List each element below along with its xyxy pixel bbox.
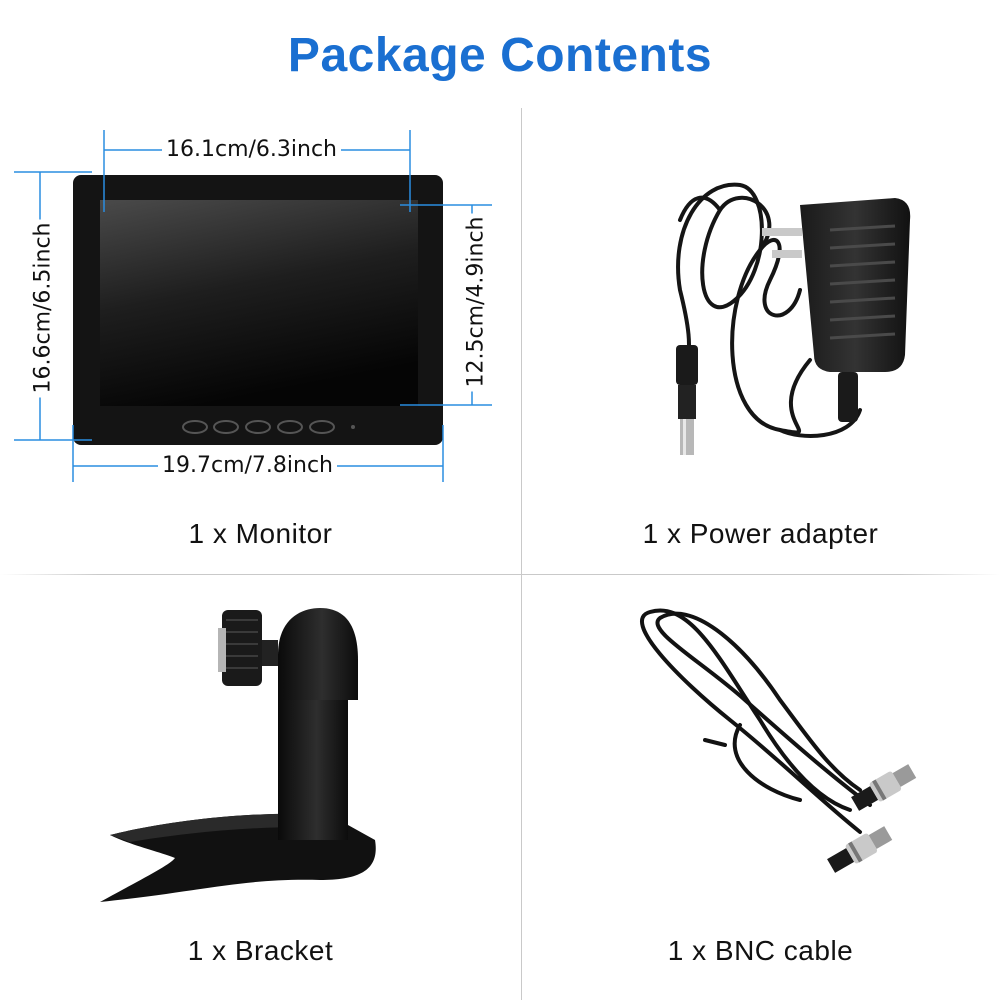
- bracket-caption: 1 x Bracket: [187, 935, 334, 966]
- screen-width-label: 16.1cm/6.3inch: [162, 137, 342, 162]
- bnc-cable-caption: 1 x BNC cable: [667, 935, 854, 966]
- vertical-divider: [521, 108, 522, 1000]
- monitor-caption: 1 x Monitor: [188, 518, 333, 549]
- power-adapter-caption: 1 x Power adapter: [642, 518, 879, 549]
- horizontal-divider: [0, 574, 1000, 575]
- overall-width-label: 19.7cm/7.8inch: [158, 453, 338, 478]
- page-title: Package Contents: [287, 29, 713, 82]
